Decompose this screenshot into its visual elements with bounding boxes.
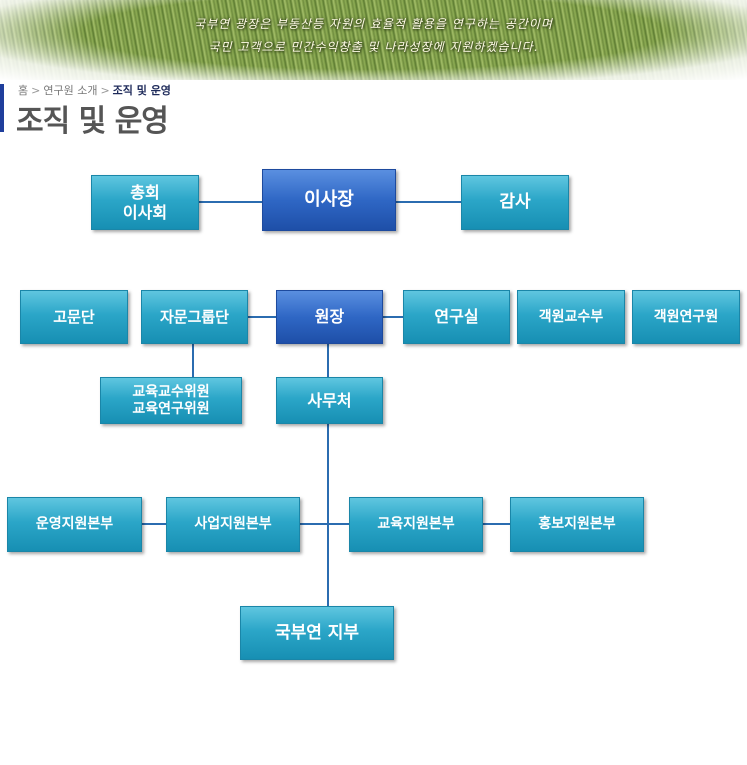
page-title: 조직 및 운영 [16,104,169,139]
header-banner: 국부연 광장은 부동산등 자원의 효율적 활용을 연구하는 공간이며 국민 고객… [0,0,747,80]
breadcrumb-separator: > [31,84,41,97]
node-advisory-group: 자문그룹단 [141,290,248,344]
node-branch: 국부연 지부 [240,606,394,660]
node-visiting-professors: 객원교수부 [517,290,625,344]
node-business-hq: 사업지원본부 [166,497,300,552]
breadcrumb: 홈>연구원 소개>조직 및 운영 [18,82,171,98]
node-secretariat: 사무처 [276,377,383,424]
title-accent-bar [0,84,4,132]
breadcrumb-current: 조직 및 운영 [112,84,171,97]
node-visiting-researchers: 객원연구원 [632,290,740,344]
node-auditor: 감사 [461,175,569,230]
node-advisors: 고문단 [20,290,128,344]
breadcrumb-separator: > [100,84,110,97]
node-president: 원장 [276,290,383,344]
banner-slogan-line-2: 국민 고객으로 민간수익창출 및 나라성장에 지원하겠습니다. [208,40,539,54]
node-chairman: 이사장 [262,169,396,231]
node-pr-hq: 홍보지원본부 [510,497,644,552]
node-operations-hq: 운영지원본부 [7,497,142,552]
node-research-office: 연구실 [403,290,510,344]
node-education-hq: 교육지원본부 [349,497,483,552]
banner-slogan-line-1: 국부연 광장은 부동산등 자원의 효율적 활용을 연구하는 공간이며 [194,17,553,31]
breadcrumb-home[interactable]: 홈 [18,84,29,97]
breadcrumb-section[interactable]: 연구원 소개 [43,84,98,97]
